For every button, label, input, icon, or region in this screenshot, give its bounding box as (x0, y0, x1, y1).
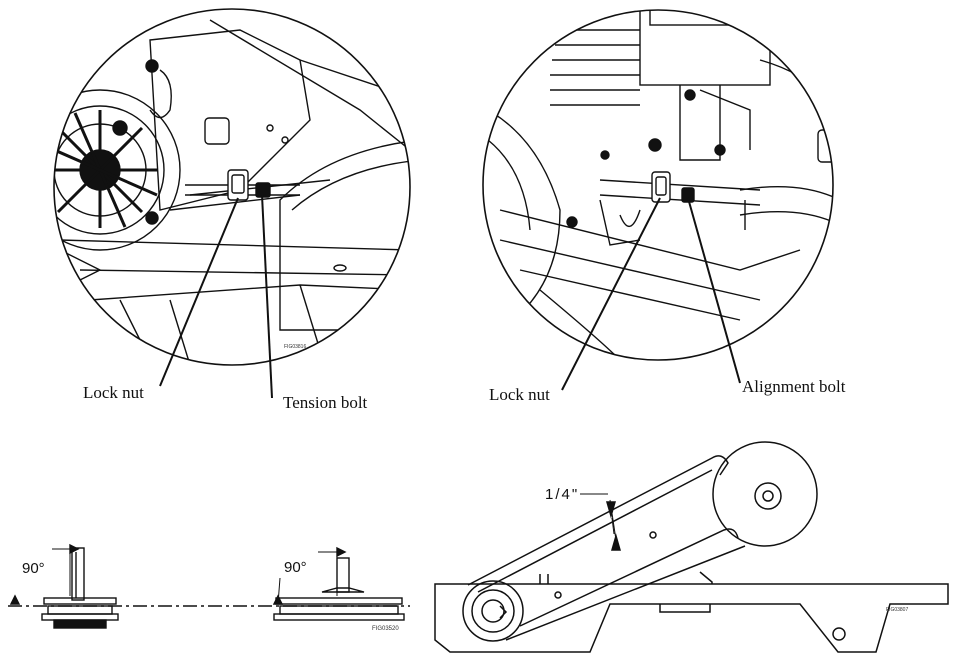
figure-code-belt: FIG03807 (886, 607, 909, 613)
lock-nut-leader-left (159, 197, 239, 387)
lower-pulley (462, 580, 524, 642)
left-pulley (41, 547, 119, 629)
tension-bolt-label: Tension bolt (283, 393, 368, 412)
lock-nut-label-left: Lock nut (83, 383, 144, 402)
right-pulley (273, 557, 405, 621)
tension-bolt (255, 182, 271, 198)
right-detail-view (482, 9, 834, 361)
recoil-housing (54, 89, 181, 251)
pulley-alignment-view (8, 543, 410, 629)
alignment-bolt (681, 187, 695, 203)
alignment-bolt-label: Alignment bolt (742, 377, 846, 396)
belt-tension-view (434, 441, 949, 653)
angle-label-left: 90° (22, 560, 45, 577)
lock-nut-label-right: Lock nut (489, 385, 550, 404)
belt-frame (434, 583, 949, 653)
belt-deflection-label: 1/4" (545, 486, 580, 503)
belt-upper-run (467, 455, 729, 586)
left-detail-view (53, 8, 411, 366)
lock-nut-leader-right (561, 197, 661, 391)
tension-bolt-leader (261, 194, 273, 399)
angle-label-right: 90° (284, 559, 307, 576)
alignment-bolt-leader (687, 197, 741, 384)
upper-pulley (712, 441, 818, 547)
figure-code-alignment: FIG03520 (372, 626, 399, 632)
figure-code-left-view: FIG03816 (284, 344, 307, 350)
